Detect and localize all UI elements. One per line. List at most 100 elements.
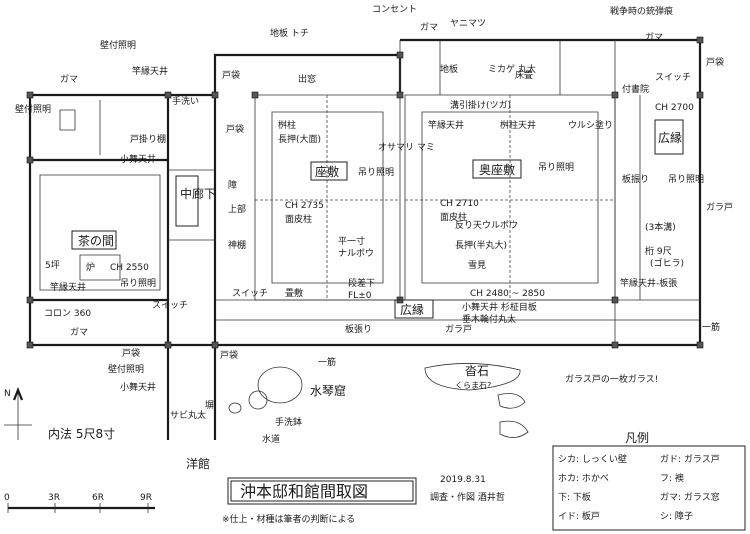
scale-bar: 0 3R 6R 9R [4,493,155,513]
label-suido: 水道 [262,433,280,445]
label-legend-items-2-0: 下: 下板 [558,491,591,503]
label-labels-hitosuji: 一筋 [318,356,336,368]
label-scale-ticks-1: 3R [48,493,60,503]
walls [28,38,702,440]
label-labels-tobukuro-bot2: 戸袋 [220,349,238,361]
annotations: コンセント 戦争時の銃弾痕 ガマ ヤニマツ 地板 トチ 壁付照明 戸袋 出窓 地… [15,4,733,421]
label-labels-hei: 塀 [205,400,214,411]
room-okuzashiki: 奥座敷 [479,162,515,177]
scale-note: 内法 5尺8寸 [48,427,115,441]
label-labels-garado-bot: ガラ戸 [445,324,472,335]
label-labels-jiita-right: 地板 [440,63,458,75]
label-legend-items-3-1: シ: 障子 [660,510,693,522]
label-labels-danhanshita: 段差下 [348,277,375,289]
label-labels-menka: 面皮柱 [285,213,312,225]
label-labels-tobukuro-top: 戸袋 [222,69,240,81]
label-labels-itabari: 板張り [345,323,372,335]
title-block: 沖本邸和館間取図 2019.8.31 調査・作図 酒井哲 ※仕上・材種は筆者の判… [222,475,505,525]
label-labels-jojo: 上部 [228,203,246,215]
room-zashiki: 座敷 [315,164,339,179]
label-labels-suichi-mid: スイッチ [232,288,268,299]
label-labels-kabezuke2: 壁付照明 [15,103,51,115]
label-labels-kosenten: 小舞天井 [120,381,156,393]
label-labels-kosen: 小舞天井 杉柾目板 [462,301,537,313]
label-labels-kiretsu: 竿縁天井-板張 [620,277,677,289]
label-labels-nagaoshi-r: 長押(半丸大) [455,239,507,251]
label-labels-zashiki-light: 吊り照明 [358,167,394,178]
room-youkan: 洋館 [186,456,210,471]
label-labels-urushi: ウルシ塗り [568,119,613,131]
label-chozubachi: 手洗鉢 [275,416,302,428]
label-labels-gama-top: ガマ [420,22,438,33]
label-labels-yakimono: 戸掛り棚 [130,133,166,145]
legend: 凡例 シカ: しっくい壁 ガド: ガラス戸 ホカ: ホかベ フ: 襖 下: 下板… [552,431,746,531]
label-labels-gama-left: ガマ [60,74,78,85]
label-legend-items-0-0: シカ: しっくい壁 [558,453,627,465]
label-labels-kiri2: ナルボウ [338,248,374,259]
label-labels-okuzashiki-pole: 桝柱天井 [500,119,536,131]
label-labels-sumichi: スイッチ [152,300,188,311]
label-labels-nagaoshi-mid: オサマリ マミ [378,142,435,153]
label-labels-hitosuji-right: 一筋 [702,321,720,333]
label-labels-garado-left: ガマ [70,327,88,338]
label-labels-kinokujiku: (ゴヒラ) [650,257,684,269]
label-labels-yokoburi: 吊り照明 [538,162,574,173]
room-labels: 座敷 奥座敷 茶の間 中廊下 広縁 広縁 洋館 水琴窟 手洗鉢 水道 沓石 くら… [71,119,684,471]
label-labels-tatami-bottom: 畳敷 [285,287,303,299]
label-labels-kabezuke: 壁付照明 [100,39,136,51]
label-labels-tatsuma: 平一寸 [338,235,365,247]
label-legend-items-2-1: ガマ: ガラス窓 [660,491,720,503]
label-labels-chiita-tochi: 地板 トチ [270,27,309,39]
label-labels-suichi-right: スイッチ [655,72,691,83]
label-labels-tokoma: 床畳 [515,69,533,81]
plan-footnote: ※仕上・材種は筆者の判断による [222,513,355,525]
label-labels-zaku: 5坪 [45,260,60,271]
label-labels-sumi: コロン 360 [44,309,91,319]
plan-author: 調査・作図 酒井哲 [430,491,505,503]
label-labels-flo: FL±0 [348,291,372,301]
label-labels-konsento-top: コンセント [372,4,417,15]
label-labels-sakibane: 竿縁天井 [132,65,168,77]
label-labels-hirosetsu: ガマ [645,32,663,43]
label-labels-ch-oku: CH 2710 [440,199,479,209]
label-labels-ch-cha: CH 2550 [110,263,149,273]
label-labels-shomei-right: 吊り照明 [668,174,704,185]
label-labels-kotatsu: 炉 [86,261,95,273]
label-labels-ch-zashiki: CH 2735 [285,201,324,211]
label-labels-tsukeshoin: 付書院 [622,83,649,95]
label-labels-jodan: 神棚 [228,239,246,251]
label-labels-kosen2: 垂木輪付丸太 [462,313,516,325]
label-kutsunugi: 沓石 [465,364,489,378]
label-labels-tosetsu: 戸袋 [226,123,244,135]
plan-date: 2019.8.31 [440,475,486,485]
label-labels-shomei-cha: 吊り照明 [120,278,156,289]
north-label: N [4,389,11,399]
label-labels-masubashira: 桝柱 [278,119,296,131]
label-scale-ticks-2: 6R [92,493,104,503]
room-nakarouka: 中廊下 [180,186,216,201]
label-labels-sho: 障 [228,179,237,191]
label-labels-kabezuke3: 壁付照明 [108,363,144,375]
label-mizukinkutsu: 水琴窟 [310,383,346,398]
label-labels-tekiarai: 手洗い [172,95,199,107]
room-hiroen-bottom: 広縁 [400,302,424,317]
label-labels-okuzashiki-ceiling: 竿縁天井 [428,119,464,131]
label-labels-mado-note: ガラス戸の一枚ガラス! [565,373,658,385]
label-labels-kosesuichi: 小舞天井 [120,153,156,165]
label-labels-sanbonmizo: (3本溝) [645,221,676,233]
label-labels-yukimi: 雪見 [468,260,486,271]
legend-title: 凡例 [625,431,649,445]
plan-title: 沖本邸和館間取図 [240,482,368,501]
label-labels-soriboshi: 反り天ウルボウ [455,220,518,231]
room-hiroen-right: 広縁 [658,130,682,145]
label-labels-kaku: 竿縁天井 [50,281,86,293]
label-labels-sensouji: 戦争時の銃弾痕 [610,5,673,17]
north-arrow: N 内法 5尺8寸 [4,387,115,441]
label-labels-tobukuro-bot: 戸袋 [122,347,140,359]
label-labels-nagaoshi-l: 長押(大面) [278,133,321,145]
label-legend-items-1-0: ホカ: ホかベ [558,473,609,484]
label-labels-saishoku: サビ丸太 [170,409,206,421]
label-scale-ticks-0: 0 [4,493,10,503]
label-scale-ticks-3: 9R [140,493,152,503]
